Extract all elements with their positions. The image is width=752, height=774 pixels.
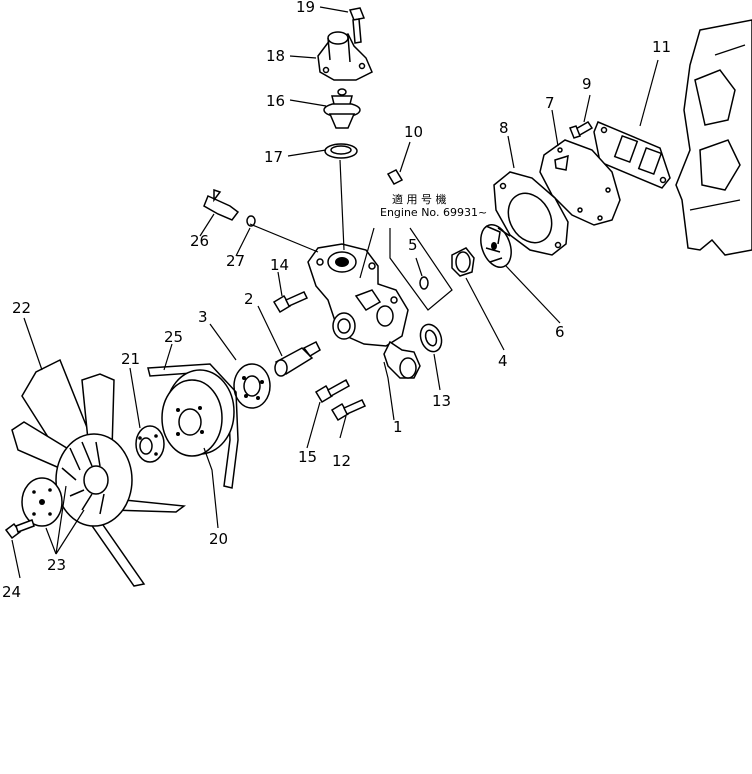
label-27: 27 — [226, 252, 245, 270]
pulley-20 — [161, 369, 235, 457]
gasket-8 — [493, 171, 569, 256]
engine-block — [675, 19, 752, 256]
label-18: 18 — [266, 47, 285, 65]
leader-lines — [11, 6, 659, 579]
note-engine-serial: Engine No. 69931~ — [380, 206, 487, 219]
label-5: 5 — [408, 236, 418, 254]
pump-body-1 — [307, 243, 421, 379]
label-25: 25 — [164, 328, 183, 346]
label-2: 2 — [244, 290, 254, 308]
hub-3 — [233, 363, 271, 409]
label-12: 12 — [332, 452, 351, 470]
note-model-jp: 適 用 号 機 — [392, 192, 447, 206]
bolt-24 — [4, 519, 35, 540]
label-1: 1 — [393, 418, 403, 436]
thermostat-16 — [323, 88, 361, 129]
label-4: 4 — [498, 352, 508, 370]
gasket-11 — [593, 121, 671, 189]
label-19: 19 — [296, 0, 315, 16]
bolt-15 — [314, 378, 350, 404]
label-8: 8 — [499, 119, 509, 137]
label-23: 23 — [47, 556, 66, 574]
bolt-12 — [330, 399, 367, 422]
label-17: 17 — [264, 148, 283, 166]
bolt-9 — [569, 121, 594, 139]
bolt-14 — [272, 291, 309, 314]
label-11: 11 — [652, 38, 671, 56]
bolt-19 — [348, 7, 366, 44]
plug-10 — [386, 169, 404, 185]
label-22: 22 — [12, 299, 31, 317]
plate-23 — [21, 477, 63, 527]
label-16: 16 — [266, 92, 285, 110]
oring-17 — [324, 143, 358, 159]
label-7: 7 — [545, 94, 555, 112]
label-13: 13 — [432, 392, 451, 410]
label-6: 6 — [555, 323, 565, 341]
washer-27 — [246, 215, 256, 227]
impeller-6 — [480, 224, 512, 268]
sensor-26 — [203, 188, 240, 221]
label-14: 14 — [270, 256, 289, 274]
plate-7 — [539, 139, 621, 226]
label-24: 24 — [2, 583, 21, 601]
label-3: 3 — [198, 308, 208, 326]
note-bracket — [389, 227, 453, 311]
callout-labels: 1 2 3 4 5 6 7 8 9 10 11 12 13 14 15 16 1… — [2, 0, 671, 601]
label-26: 26 — [190, 232, 209, 250]
seal-ring-13 — [419, 323, 443, 353]
label-15: 15 — [298, 448, 317, 466]
label-21: 21 — [121, 350, 140, 368]
seal-4 — [451, 247, 475, 277]
label-9: 9 — [582, 75, 592, 93]
label-20: 20 — [209, 530, 228, 548]
thermostat-cover-18 — [317, 31, 373, 81]
fan-22 — [11, 358, 186, 587]
spacer-21 — [135, 425, 165, 463]
bearing-2 — [274, 340, 321, 377]
label-10: 10 — [404, 123, 423, 141]
